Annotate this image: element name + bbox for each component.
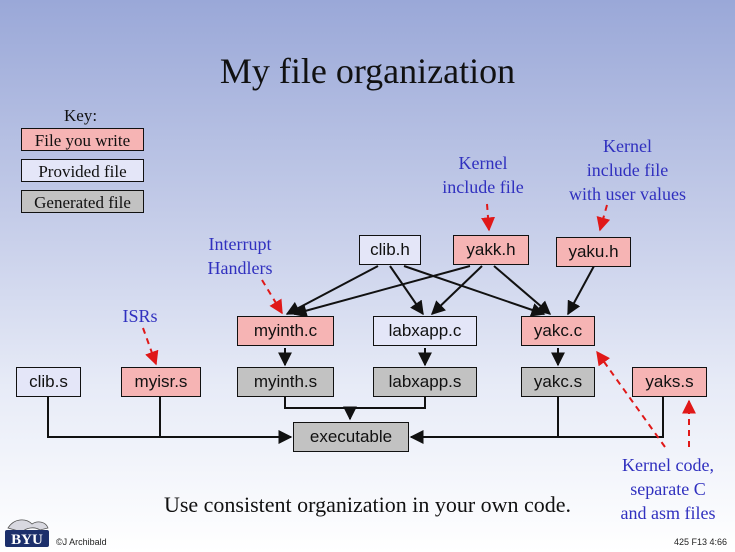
arrow-clibh-myinthc	[285, 265, 379, 315]
note-isrs: ISRs	[122, 306, 158, 326]
arrow-clibh-yakcc	[403, 265, 546, 317]
key-provided-file: Provided file	[21, 159, 144, 182]
arrow-yakkh-yakcc	[493, 265, 552, 315]
logo-text: BYU	[11, 532, 43, 548]
arrow-right-executable	[409, 397, 664, 444]
file-yakc-c: yakc.c	[521, 316, 595, 346]
annot-arrow-kernel-code-c	[596, 350, 666, 448]
annot-arrow-kernel-user	[596, 204, 611, 232]
file-myisr-s: myisr.s	[121, 367, 201, 397]
annot-arrow-interrupt	[261, 279, 283, 315]
line-myinths-labxapps-merge	[284, 397, 426, 409]
arrow-left-executable	[47, 397, 293, 444]
file-yaks-s: yaks.s	[632, 367, 707, 397]
arrow-clibh-labxappc	[389, 265, 424, 316]
file-labxapp-c: labxapp.c	[373, 316, 477, 346]
page-title: My file organization	[219, 51, 516, 91]
key-heading: Key:	[64, 106, 98, 125]
file-yakk-h: yakk.h	[453, 235, 529, 265]
file-labxapp-s: labxapp.s	[373, 367, 477, 397]
annot-arrow-kernel-include	[481, 203, 496, 232]
key-file-you-write: File you write	[21, 128, 144, 151]
arrow-yakkh-myinthc	[292, 265, 471, 318]
slide-id: 425 F13 4:66	[673, 537, 727, 547]
arrow-yakuh-yakcc	[567, 265, 595, 316]
file-myinth-c: myinth.c	[237, 316, 334, 346]
footer-text: Use consistent organization in your own …	[163, 492, 572, 517]
arrow-yakkh-labxappc	[430, 265, 483, 315]
file-yakc-s: yakc.s	[521, 367, 595, 397]
byu-logo: BYU	[5, 519, 49, 548]
file-myinth-s: myinth.s	[237, 367, 334, 397]
author-credit: ©J Archibald	[56, 537, 107, 547]
annot-arrow-isrs	[142, 327, 159, 366]
file-executable: executable	[293, 422, 409, 452]
file-clib-s: clib.s	[16, 367, 81, 397]
file-clib-h: clib.h	[359, 235, 421, 265]
key-generated-file: Generated file	[21, 190, 144, 213]
file-yaku-h: yaku.h	[556, 237, 631, 267]
